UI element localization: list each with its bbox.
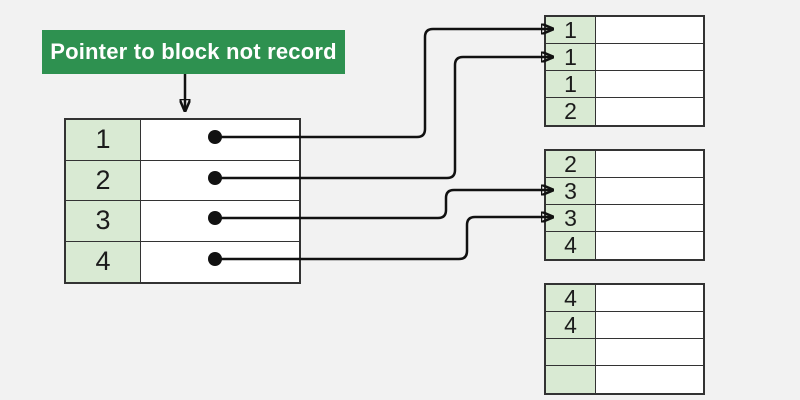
block-record-cell (596, 98, 703, 125)
index-key-cell: 3 (66, 201, 141, 242)
block-record-cell (596, 232, 703, 259)
block-record-cell (596, 366, 703, 393)
index-key-cell: 1 (66, 120, 141, 161)
data-block-3: 4 4 (544, 283, 705, 395)
block-record-cell (596, 339, 703, 366)
block-record-cell (596, 285, 703, 312)
block-key-cell: 1 (546, 44, 596, 71)
annotation-label-text: Pointer to block not record (50, 39, 337, 64)
data-block-1: 1 1 1 2 (544, 15, 705, 127)
block-key-cell: 3 (546, 178, 596, 205)
block-key-cell (546, 366, 596, 393)
block-key-cell: 4 (546, 312, 596, 339)
block-key-cell: 4 (546, 232, 596, 259)
block-key-cell: 2 (546, 98, 596, 125)
index-pointer-cell (141, 241, 299, 282)
data-block-2: 2 3 3 4 (544, 149, 705, 261)
block-key-cell: 2 (546, 151, 596, 178)
block-key-cell: 1 (546, 71, 596, 98)
block-record-cell (596, 17, 703, 44)
index-key-cell: 4 (66, 241, 141, 282)
block-record-cell (596, 44, 703, 71)
index-pointer-cell (141, 201, 299, 242)
index-key-cell: 2 (66, 160, 141, 201)
block-key-cell: 1 (546, 17, 596, 44)
index-table: 1 2 3 4 (64, 118, 301, 284)
block-key-cell: 3 (546, 205, 596, 232)
block-record-cell (596, 312, 703, 339)
block-record-cell (596, 178, 703, 205)
annotation-label: Pointer to block not record (42, 30, 345, 74)
block-key-cell (546, 339, 596, 366)
block-record-cell (596, 205, 703, 232)
block-key-cell: 4 (546, 285, 596, 312)
block-record-cell (596, 151, 703, 178)
index-pointer-cell (141, 120, 299, 161)
index-pointer-cell (141, 160, 299, 201)
block-record-cell (596, 71, 703, 98)
